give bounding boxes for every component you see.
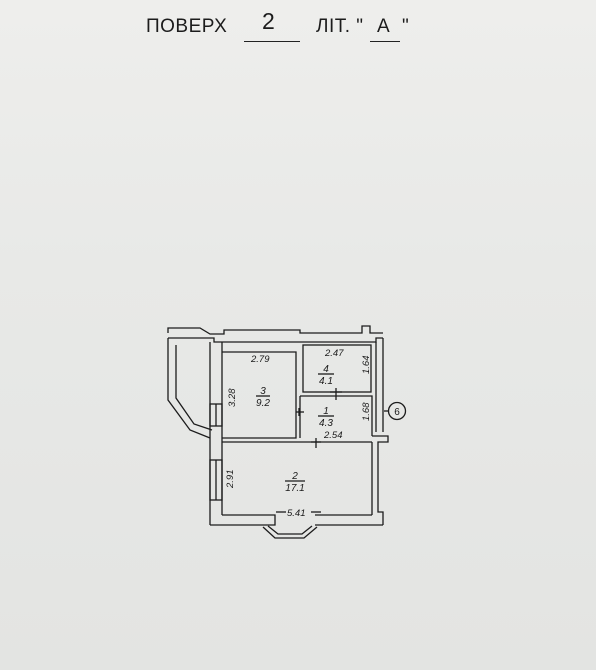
room2-number: 2 <box>291 471 298 482</box>
room2-area: 17.1 <box>285 483 304 494</box>
room1-area: 4.3 <box>319 418 333 429</box>
dim-room2-height: 2.91 <box>225 470 236 490</box>
dim-room4-width: 2.47 <box>324 348 344 359</box>
room4-number: 4 <box>323 364 329 375</box>
dim-room4-height: 1.64 <box>361 356 372 375</box>
letter-underline <box>370 41 400 42</box>
right-wall-lower <box>372 435 389 525</box>
dim-room1-width: 2.54 <box>323 430 343 441</box>
room1-number: 1 <box>323 406 329 417</box>
bay-window-outer <box>262 526 318 539</box>
letter-label: ЛІТ. " <box>316 16 364 37</box>
room1-walls <box>300 395 373 436</box>
balcony-outline <box>167 338 211 439</box>
letter-value: А <box>377 16 391 37</box>
room3-walls <box>222 351 297 439</box>
bottom-wall-left <box>210 514 276 526</box>
axis-marker-label: 6 <box>394 407 400 418</box>
room3-number: 3 <box>260 386 266 397</box>
dim-room3-height: 3.28 <box>227 388 238 407</box>
top-wall-inner <box>168 337 383 343</box>
room4-area: 4.1 <box>319 376 333 387</box>
floor-header: ПОВЕРХ 2 ЛІТ. " А " <box>0 8 596 48</box>
dim-room2-width: 5.41 <box>287 508 306 519</box>
floor-number: 2 <box>262 8 275 34</box>
room3-area: 9.2 <box>256 398 270 409</box>
top-wall <box>167 325 383 335</box>
letter-close-quote: " <box>402 16 410 37</box>
axis-marker-circle <box>387 401 407 421</box>
dim-room3-width: 2.79 <box>250 354 270 365</box>
bay-window-inner <box>267 525 313 535</box>
balcony-inner <box>175 345 213 431</box>
floor-label: ПОВЕРХ <box>146 16 228 37</box>
floor-underline <box>244 41 300 42</box>
dim-room1-height: 1.68 <box>361 402 372 421</box>
